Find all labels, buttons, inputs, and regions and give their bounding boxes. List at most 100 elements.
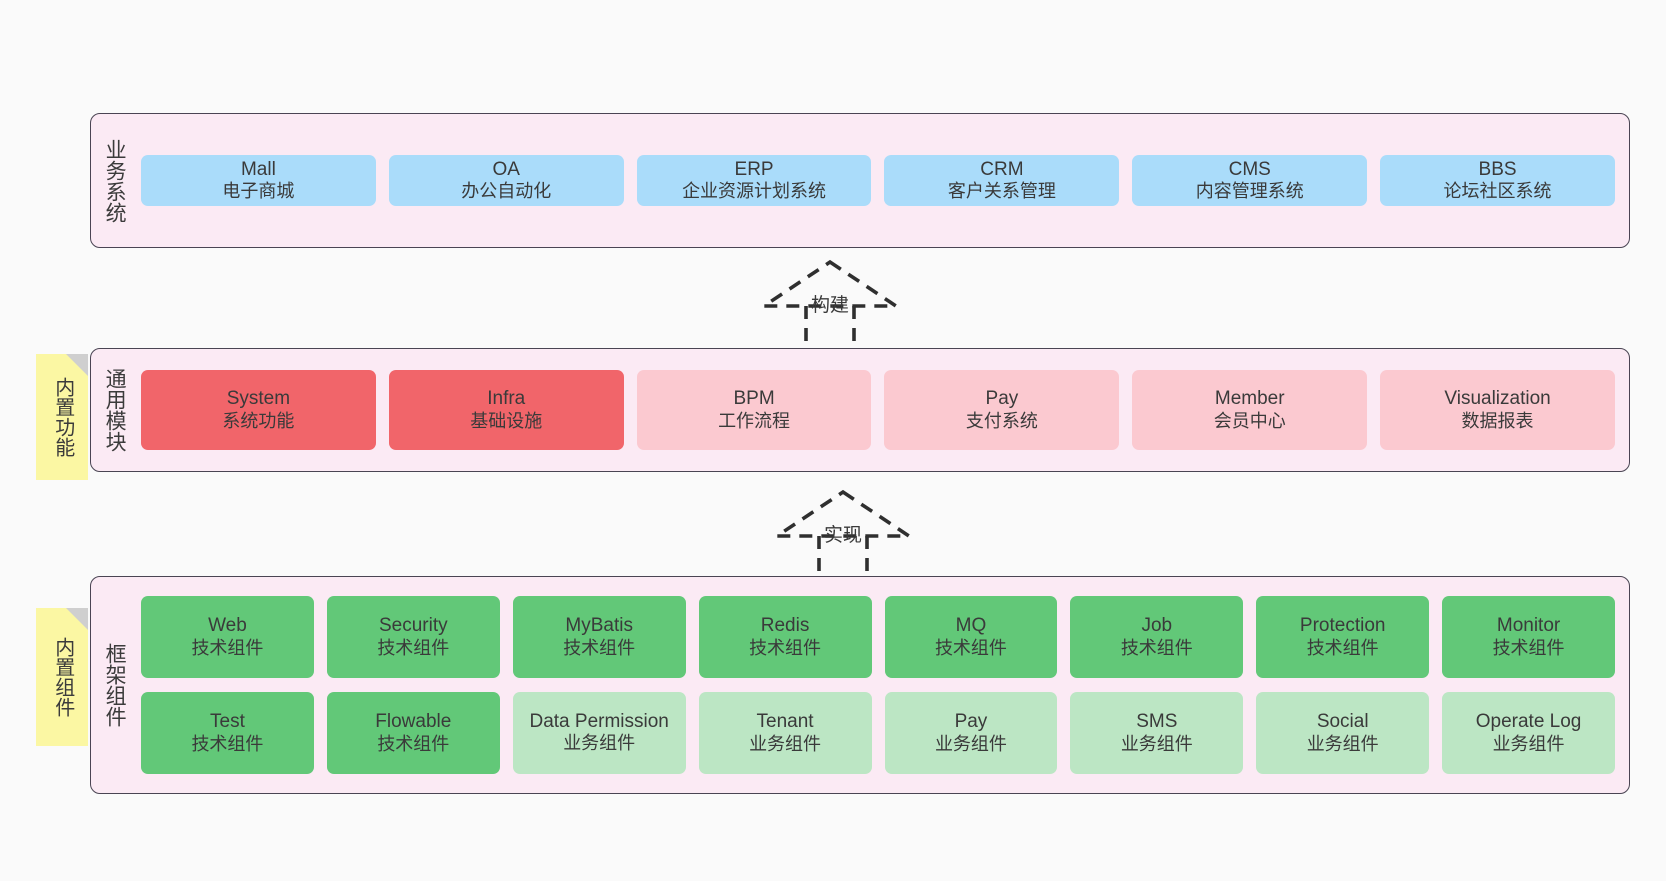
node-title: Pay <box>985 388 1019 410</box>
node-sms[interactable]: SMS 业务组件 <box>1070 692 1244 774</box>
node-title: Infra <box>487 388 526 410</box>
node-cms[interactable]: CMS 内容管理系统 <box>1132 154 1368 207</box>
layer-business-body: Mall 电子商城 OA 办公自动化 ERP 企业资源计划系统 CRM 客户关系… <box>137 114 1629 247</box>
node-subtitle: 技术组件 <box>191 733 264 754</box>
node-security[interactable]: Security 技术组件 <box>326 596 500 678</box>
node-crm[interactable]: CRM 客户关系管理 <box>884 154 1120 207</box>
node-bbs[interactable]: BBS 论坛社区系统 <box>1380 154 1615 207</box>
layer-common-title: 通用模块 <box>103 368 127 452</box>
connector-implement-label: 实现 <box>823 525 863 546</box>
sticky-note-label: 内置功能 <box>51 377 74 457</box>
node-title: Web <box>208 615 247 637</box>
node-infra[interactable]: Infra 基础设施 <box>388 370 624 450</box>
layer-common-body: System 系统功能 Infra 基础设施 BPM 工作流程 Pay 支付系统… <box>137 349 1629 471</box>
node-subtitle: 技术组件 <box>563 637 636 658</box>
sticky-note-builtin-components: 内置组件 <box>36 608 88 746</box>
framework-row-technical: Web 技术组件 Security 技术组件 MyBatis 技术组件 Redi… <box>141 596 1615 678</box>
node-job[interactable]: Job 技术组件 <box>1070 596 1244 678</box>
layer-framework-body: Web 技术组件 Security 技术组件 MyBatis 技术组件 Redi… <box>137 577 1629 793</box>
node-subtitle: 工作流程 <box>718 410 791 431</box>
node-title: Operate Log <box>1475 711 1582 733</box>
sticky-fold-corner-icon <box>66 608 88 630</box>
node-subtitle: 支付系统 <box>965 410 1038 431</box>
layer-business-systems: 业务系统 Mall 电子商城 OA 办公自动化 ERP 企业资源计划系统 CRM… <box>90 113 1630 248</box>
node-subtitle: 技术组件 <box>377 733 450 754</box>
node-title: Visualization <box>1444 388 1551 410</box>
generalization-arrow-icon <box>758 259 902 350</box>
node-data-permission[interactable]: Data Permission 业务组件 <box>512 692 686 774</box>
connector-build-label: 构建 <box>810 295 850 316</box>
node-social[interactable]: Social 业务组件 <box>1256 692 1430 774</box>
node-subtitle: 技术组件 <box>191 637 264 658</box>
node-title: ERP <box>734 158 774 180</box>
node-subtitle: 业务组件 <box>934 733 1007 754</box>
node-subtitle: 基础设施 <box>470 410 543 431</box>
node-tenant[interactable]: Tenant 业务组件 <box>698 692 872 774</box>
sticky-note-label: 内置组件 <box>51 637 74 717</box>
node-subtitle: 会员中心 <box>1213 410 1286 431</box>
node-flowable[interactable]: Flowable 技术组件 <box>326 692 500 774</box>
node-subtitle: 技术组件 <box>749 637 822 658</box>
node-subtitle: 办公自动化 <box>461 181 552 202</box>
node-subtitle: 论坛社区系统 <box>1443 181 1552 202</box>
node-title: Member <box>1214 388 1285 410</box>
node-pay-component[interactable]: Pay 业务组件 <box>884 692 1058 774</box>
node-subtitle: 业务组件 <box>1306 733 1379 754</box>
node-redis[interactable]: Redis 技术组件 <box>698 596 872 678</box>
node-title: Tenant <box>756 711 814 733</box>
node-mall[interactable]: Mall 电子商城 <box>141 154 376 207</box>
node-subtitle: 技术组件 <box>1492 637 1565 658</box>
node-title: Security <box>378 615 448 637</box>
sticky-note-builtin-features: 内置功能 <box>36 354 88 480</box>
node-member[interactable]: Member 会员中心 <box>1132 370 1368 450</box>
node-protection[interactable]: Protection 技术组件 <box>1256 596 1430 678</box>
layer-common-modules: 通用模块 System 系统功能 Infra 基础设施 BPM 工作流程 Pay… <box>90 348 1630 472</box>
node-system[interactable]: System 系统功能 <box>141 370 376 450</box>
node-title: SMS <box>1136 711 1178 733</box>
node-subtitle: 技术组件 <box>934 637 1007 658</box>
node-title: Protection <box>1299 615 1386 637</box>
node-operate-log[interactable]: Operate Log 业务组件 <box>1442 692 1615 774</box>
node-title: MyBatis <box>565 615 633 637</box>
node-erp[interactable]: ERP 企业资源计划系统 <box>636 154 872 207</box>
node-title: Job <box>1141 615 1173 637</box>
node-title: CMS <box>1228 158 1271 180</box>
node-subtitle: 客户关系管理 <box>947 181 1056 202</box>
node-title: BPM <box>733 388 775 410</box>
node-title: Pay <box>954 711 988 733</box>
node-title: Social <box>1316 711 1369 733</box>
node-mq[interactable]: MQ 技术组件 <box>884 596 1058 678</box>
node-title: MQ <box>955 615 987 637</box>
node-mybatis[interactable]: MyBatis 技术组件 <box>512 596 686 678</box>
node-subtitle: 系统功能 <box>222 410 295 431</box>
node-title: Mall <box>240 158 276 180</box>
node-subtitle: 内容管理系统 <box>1195 181 1304 202</box>
node-monitor[interactable]: Monitor 技术组件 <box>1442 596 1615 678</box>
node-title: Flowable <box>375 711 452 733</box>
node-title: Test <box>210 711 245 733</box>
node-title: Redis <box>760 615 810 637</box>
node-title: BBS <box>1478 158 1517 180</box>
connector-build: 构建 <box>758 258 902 350</box>
connector-implement: 实现 <box>771 488 915 578</box>
framework-row-business: Test 技术组件 Flowable 技术组件 Data Permission … <box>141 692 1615 774</box>
node-test[interactable]: Test 技术组件 <box>141 692 314 774</box>
node-subtitle: 业务组件 <box>1120 733 1193 754</box>
common-row: System 系统功能 Infra 基础设施 BPM 工作流程 Pay 支付系统… <box>141 370 1615 450</box>
node-web[interactable]: Web 技术组件 <box>141 596 314 678</box>
node-subtitle: 业务组件 <box>749 733 822 754</box>
node-subtitle: 数据报表 <box>1461 410 1534 431</box>
sticky-fold-corner-icon <box>66 354 88 376</box>
node-bpm[interactable]: BPM 工作流程 <box>636 370 872 450</box>
node-visualization[interactable]: Visualization 数据报表 <box>1380 370 1615 450</box>
node-title: Monitor <box>1496 615 1561 637</box>
node-subtitle: 业务组件 <box>563 732 636 753</box>
node-pay-module[interactable]: Pay 支付系统 <box>884 370 1120 450</box>
node-subtitle: 企业资源计划系统 <box>682 181 827 202</box>
layer-business-title: 业务系统 <box>103 138 127 223</box>
node-title: OA <box>492 158 520 180</box>
node-oa[interactable]: OA 办公自动化 <box>388 154 624 207</box>
business-row: Mall 电子商城 OA 办公自动化 ERP 企业资源计划系统 CRM 客户关系… <box>141 154 1615 207</box>
node-subtitle: 电子商城 <box>222 181 295 202</box>
